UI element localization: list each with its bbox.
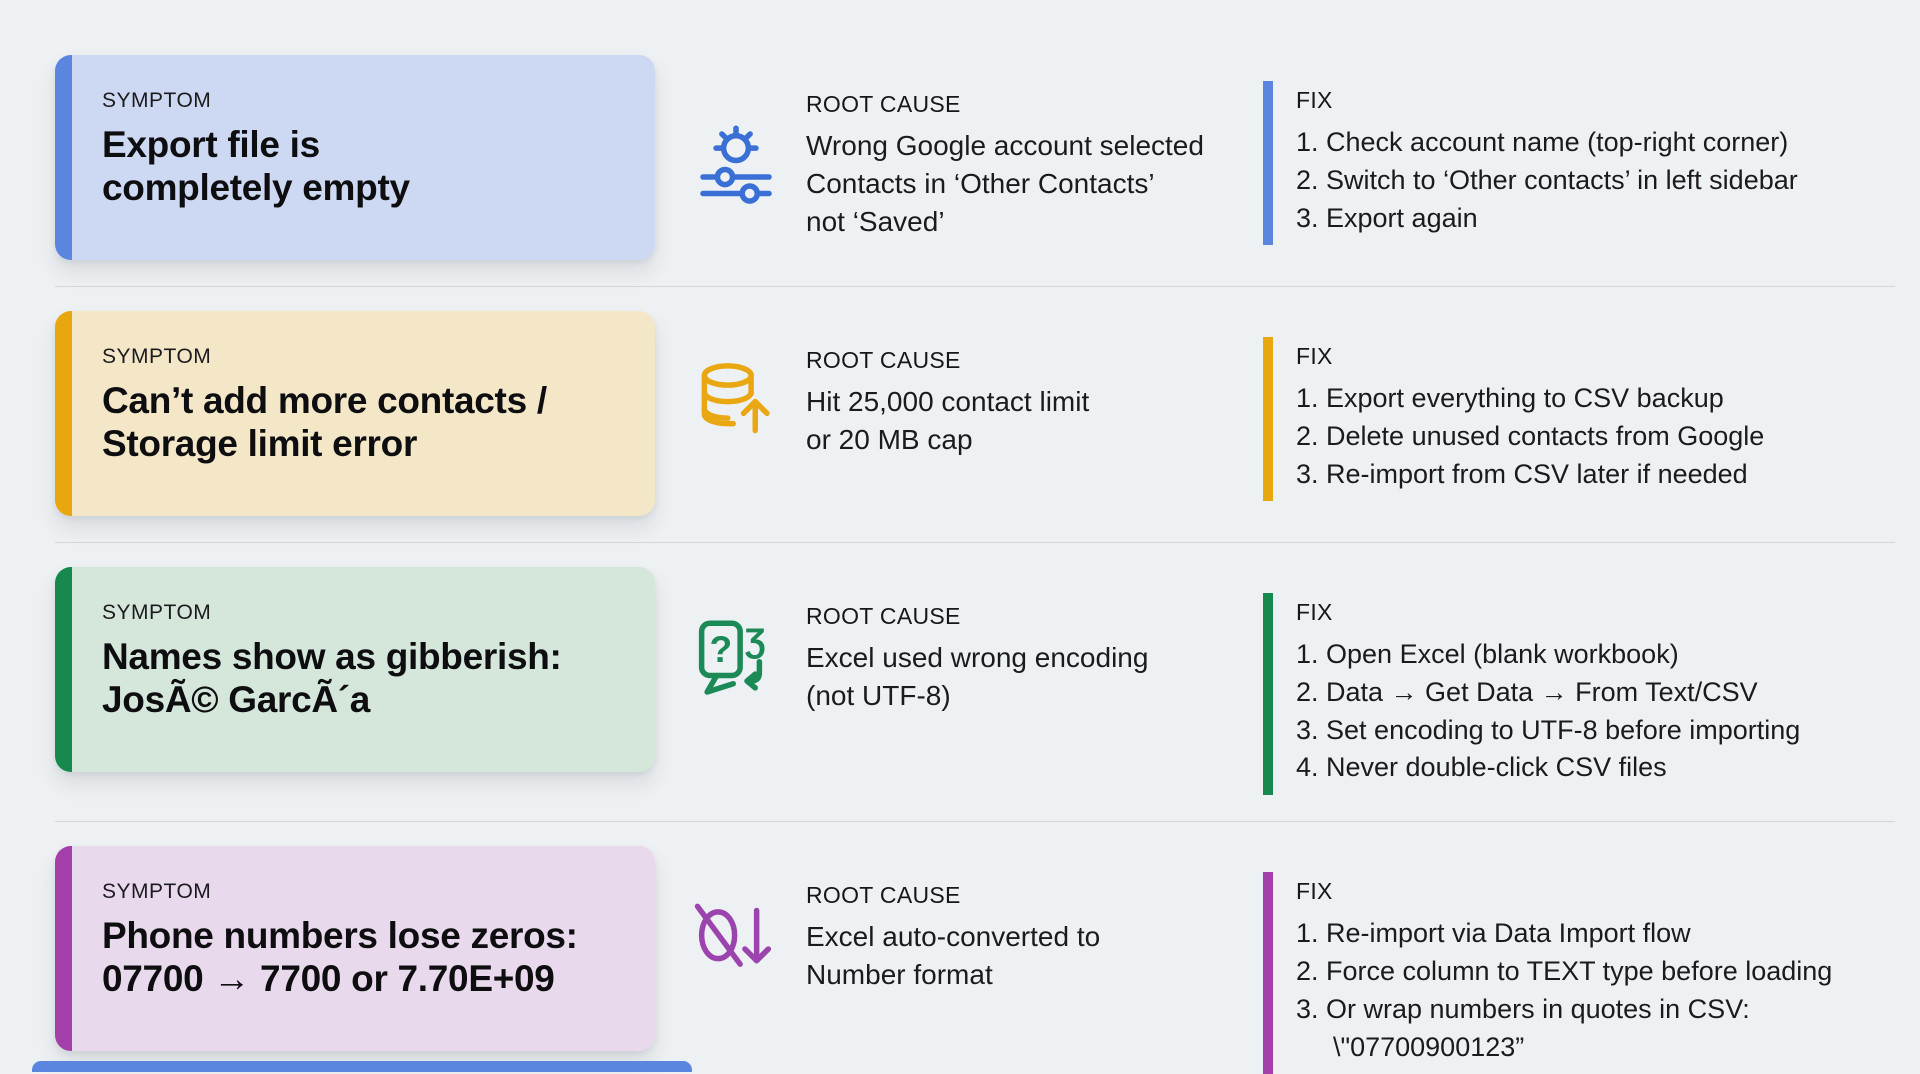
fix-step: 1. Export everything to CSV backup [1296, 383, 1724, 413]
issue-row: SYMPTOM Names show as gibberish:JosÃ© Ga… [0, 567, 1920, 796]
root-cause-line: Contacts in ‘Other Contacts’ [806, 168, 1155, 200]
root-cause-label: ROOT CAUSE [806, 882, 961, 909]
fix-step: 1. Re-import via Data Import flow [1296, 918, 1691, 949]
fix-label: FIX [1296, 599, 1333, 625]
symptom-card-body: SYMPTOM Can’t add more contacts /Storage… [72, 311, 565, 516]
root-cause-label: ROOT CAUSE [806, 91, 961, 117]
issue-row: SYMPTOM Phone numbers lose zeros:07700 →… [0, 846, 1920, 1074]
root-cause-line: Excel used wrong encoding [806, 642, 1149, 673]
root-cause-line: Number format [806, 959, 993, 991]
fix-step: 3. Re-import from CSV later if needed [1296, 458, 1748, 489]
symptom-accent-bar [55, 311, 72, 516]
root-cause-line: or 20 MB cap [806, 424, 973, 456]
fix-step: 3. Export again [1296, 202, 1478, 233]
root-cause-line: Hit 25,000 contact limit [806, 386, 1090, 417]
root-cause-text-block: ROOT CAUSE Excel auto-converted to Number… [806, 882, 1100, 994]
symptom-card: SYMPTOM Can’t add more contacts /Storage… [55, 311, 655, 516]
fix-section: FIX 1. Export everything to CSV backup 2.… [1263, 337, 1895, 502]
database-up-icon [701, 363, 770, 434]
fix-step: 2. Force column to TEXT type before load… [1296, 955, 1833, 986]
fix-section: FIX 1. Re-import via Data Import flow 2. … [1263, 872, 1895, 1074]
next-card-partial-accent [32, 1061, 692, 1072]
symptom-title-line: Phone numbers lose zeros: [102, 915, 578, 957]
root-cause-line: not ‘Saved’ [806, 206, 945, 238]
root-cause-section: ROOT CAUSE Excel auto-converted to Number… [655, 846, 1263, 994]
fix-step: 2. Switch to ‘Other contacts’ in left si… [1296, 164, 1798, 195]
fix-step: 4. Never double-click CSV files [1296, 752, 1667, 783]
encoding-question-icon: ? Ʒ [698, 620, 766, 695]
symptom-title-line: Names show as gibberish: [102, 636, 562, 677]
svg-text:Ʒ: Ʒ [745, 622, 766, 660]
root-cause-text-block: ROOT CAUSE Hit 25,000 contact limit or 20… [806, 347, 1089, 459]
symptom-card: SYMPTOM Phone numbers lose zeros:07700 →… [55, 846, 655, 1052]
symptom-title-line: JosÃ© GarcÃ´a [102, 679, 371, 721]
symptom-title-line: Can’t add more contacts / [102, 380, 547, 421]
root-cause-text-block: ROOT CAUSE Excel used wrong encoding (not… [806, 603, 1148, 715]
symptom-accent-bar [55, 55, 72, 260]
fix-step: \"07700900123” [1333, 1031, 1525, 1062]
fix-step: 3. Set encoding to UTF-8 before importin… [1296, 714, 1801, 745]
icon-slot: ? Ʒ [690, 615, 782, 703]
root-cause-text: Hit 25,000 contact limit or 20 MB cap [806, 383, 1089, 459]
symptom-label: SYMPTOM [102, 601, 212, 624]
fix-section: FIX 1. Open Excel (blank workbook) 2. Dat… [1263, 593, 1895, 796]
root-cause-text: Excel auto-converted to Number format [806, 918, 1100, 994]
symptom-label: SYMPTOM [102, 89, 212, 112]
fix-label: FIX [1296, 343, 1333, 369]
fix-section: FIX 1. Check account name (top-right cor… [1263, 81, 1895, 246]
symptom-title: Can’t add more contacts /Storage limit e… [102, 379, 547, 466]
fix-step: 1. Check account name (top-right corner) [1296, 127, 1789, 157]
fix-steps: 1. Re-import via Data Import flow 2. Forc… [1296, 915, 1895, 1066]
icon-slot [690, 359, 782, 447]
fix-label: FIX [1296, 87, 1333, 113]
fix-steps: 1. Export everything to CSV backup 2. Del… [1296, 380, 1895, 493]
symptom-title-line: Storage limit error [102, 423, 418, 465]
issue-row: SYMPTOM Can’t add more contacts /Storage… [0, 311, 1920, 516]
symptom-card: SYMPTOM Names show as gibberish:JosÃ© Ga… [55, 567, 655, 772]
zero-slash-down-icon [694, 903, 772, 968]
root-cause-line: Wrong Google account selected [806, 130, 1204, 161]
root-cause-section: ? Ʒ ROOT CAUSE Excel used wrong encoding… [655, 567, 1263, 715]
icon-slot [690, 122, 782, 210]
fix-steps: 1. Open Excel (blank workbook) 2. Data → … [1296, 636, 1895, 787]
root-cause-label: ROOT CAUSE [806, 603, 961, 629]
symptom-card-body: SYMPTOM Phone numbers lose zeros:07700 →… [72, 846, 596, 1051]
icon-slot [690, 894, 782, 982]
root-cause-text-block: ROOT CAUSE Wrong Google account selected… [806, 91, 1204, 241]
root-cause-text: Excel used wrong encoding (not UTF-8) [806, 639, 1148, 715]
root-cause-line: Excel auto-converted to [806, 921, 1101, 953]
fix-step: 2. Delete unused contacts from Google [1296, 420, 1765, 451]
root-cause-label: ROOT CAUSE [806, 347, 961, 373]
symptom-card-body: SYMPTOM Names show as gibberish:JosÃ© Ga… [72, 567, 580, 772]
symptom-title-line: completely empty [102, 167, 410, 209]
svg-text:?: ? [710, 628, 733, 670]
symptom-title-line: Export file is [102, 124, 320, 165]
symptom-title: Phone numbers lose zeros:07700 → 7700 or… [102, 914, 578, 1001]
symptom-accent-bar [55, 567, 72, 772]
row-divider [55, 542, 1895, 543]
fix-step: 3. Or wrap numbers in quotes in CSV: [1296, 993, 1750, 1024]
root-cause-line: (not UTF-8) [806, 680, 951, 712]
fix-steps: 1. Check account name (top-right corner)… [1296, 124, 1895, 237]
row-divider [55, 286, 1895, 287]
fix-step: 2. Data → Get Data → From Text/CSV [1296, 676, 1758, 707]
row-divider [55, 821, 1895, 823]
symptom-accent-bar [55, 846, 72, 1052]
symptom-title-line: 07700 → 7700 or 7.70E+09 [102, 958, 555, 1000]
gear-sliders-icon [700, 125, 772, 204]
fix-step: 1. Open Excel (blank workbook) [1296, 639, 1679, 669]
root-cause-section: ROOT CAUSE Hit 25,000 contact limit or 20… [655, 311, 1263, 459]
fix-label: FIX [1296, 878, 1333, 905]
symptom-label: SYMPTOM [102, 345, 212, 368]
symptom-title: Names show as gibberish:JosÃ© GarcÃ´a [102, 635, 562, 722]
root-cause-section: ROOT CAUSE Wrong Google account selected… [655, 55, 1263, 241]
symptom-label: SYMPTOM [102, 880, 212, 904]
